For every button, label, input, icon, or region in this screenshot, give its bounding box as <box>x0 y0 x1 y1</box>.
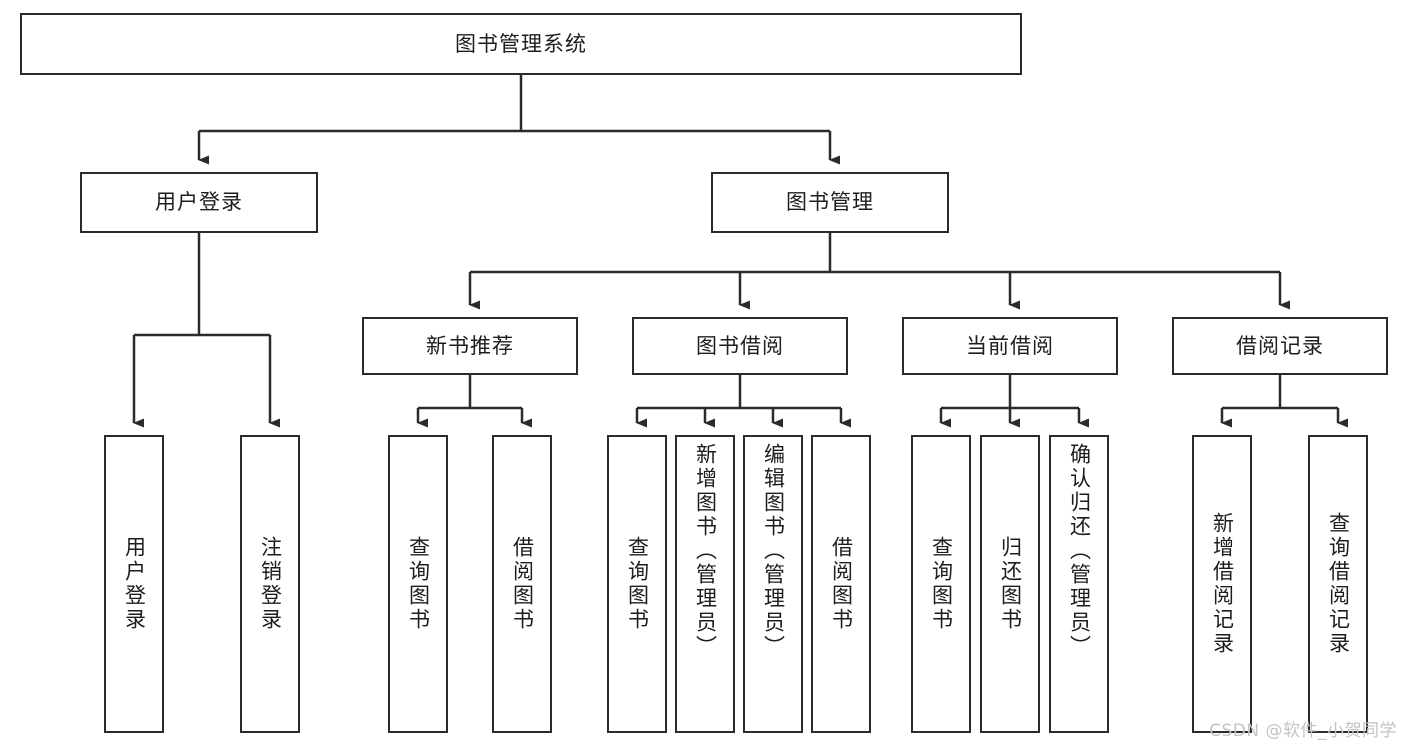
node-label: 图书借阅 <box>696 333 784 358</box>
node-label: 注销登录 <box>258 536 283 632</box>
node-borrow-records[interactable]: 借阅记录 <box>1172 317 1388 375</box>
node-label: 当前借阅 <box>966 333 1054 358</box>
node-label: 查询图书 <box>929 536 954 632</box>
node-label: 编辑图书（管理员） <box>761 443 786 659</box>
node-label: 归还图书 <box>998 536 1023 632</box>
node-label: 查询图书 <box>625 536 650 632</box>
node-label: 确认归还（管理员） <box>1067 443 1092 659</box>
node-label: 图书管理系统 <box>455 31 587 56</box>
node-label: 借阅图书 <box>510 536 535 632</box>
node-leaf-query-book-recommend[interactable]: 查询图书 <box>388 435 448 733</box>
node-book-management[interactable]: 图书管理 <box>711 172 949 233</box>
node-label: 新增借阅记录 <box>1210 512 1235 656</box>
node-label: 查询借阅记录 <box>1326 512 1351 656</box>
node-label: 用户登录 <box>122 536 147 632</box>
node-leaf-add-book-admin[interactable]: 新增图书（管理员） <box>675 435 735 733</box>
node-book-borrow[interactable]: 图书借阅 <box>632 317 848 375</box>
node-leaf-query-book-borrow[interactable]: 查询图书 <box>607 435 667 733</box>
node-leaf-query-book-current[interactable]: 查询图书 <box>911 435 971 733</box>
node-leaf-confirm-return-admin[interactable]: 确认归还（管理员） <box>1049 435 1109 733</box>
node-leaf-query-borrow-record[interactable]: 查询借阅记录 <box>1308 435 1368 733</box>
csdn-watermark: CSDN @软件_小贺同学 <box>1209 721 1397 741</box>
node-label: 新增图书（管理员） <box>693 443 718 659</box>
node-leaf-borrow-book[interactable]: 借阅图书 <box>811 435 871 733</box>
node-root-system[interactable]: 图书管理系统 <box>20 13 1022 75</box>
node-leaf-add-borrow-record[interactable]: 新增借阅记录 <box>1192 435 1252 733</box>
node-label: 借阅记录 <box>1236 333 1324 358</box>
node-leaf-user-login[interactable]: 用户登录 <box>104 435 164 733</box>
node-new-book-recommend[interactable]: 新书推荐 <box>362 317 578 375</box>
node-current-borrow[interactable]: 当前借阅 <box>902 317 1118 375</box>
node-label: 图书管理 <box>786 190 874 214</box>
node-leaf-borrow-book-recommend[interactable]: 借阅图书 <box>492 435 552 733</box>
node-label: 查询图书 <box>406 536 431 632</box>
node-label: 借阅图书 <box>829 536 854 632</box>
node-label: 新书推荐 <box>426 333 514 358</box>
node-leaf-logout[interactable]: 注销登录 <box>240 435 300 733</box>
node-user-login[interactable]: 用户登录 <box>80 172 318 233</box>
node-label: 用户登录 <box>155 190 243 214</box>
node-leaf-return-book[interactable]: 归还图书 <box>980 435 1040 733</box>
node-leaf-edit-book-admin[interactable]: 编辑图书（管理员） <box>743 435 803 733</box>
